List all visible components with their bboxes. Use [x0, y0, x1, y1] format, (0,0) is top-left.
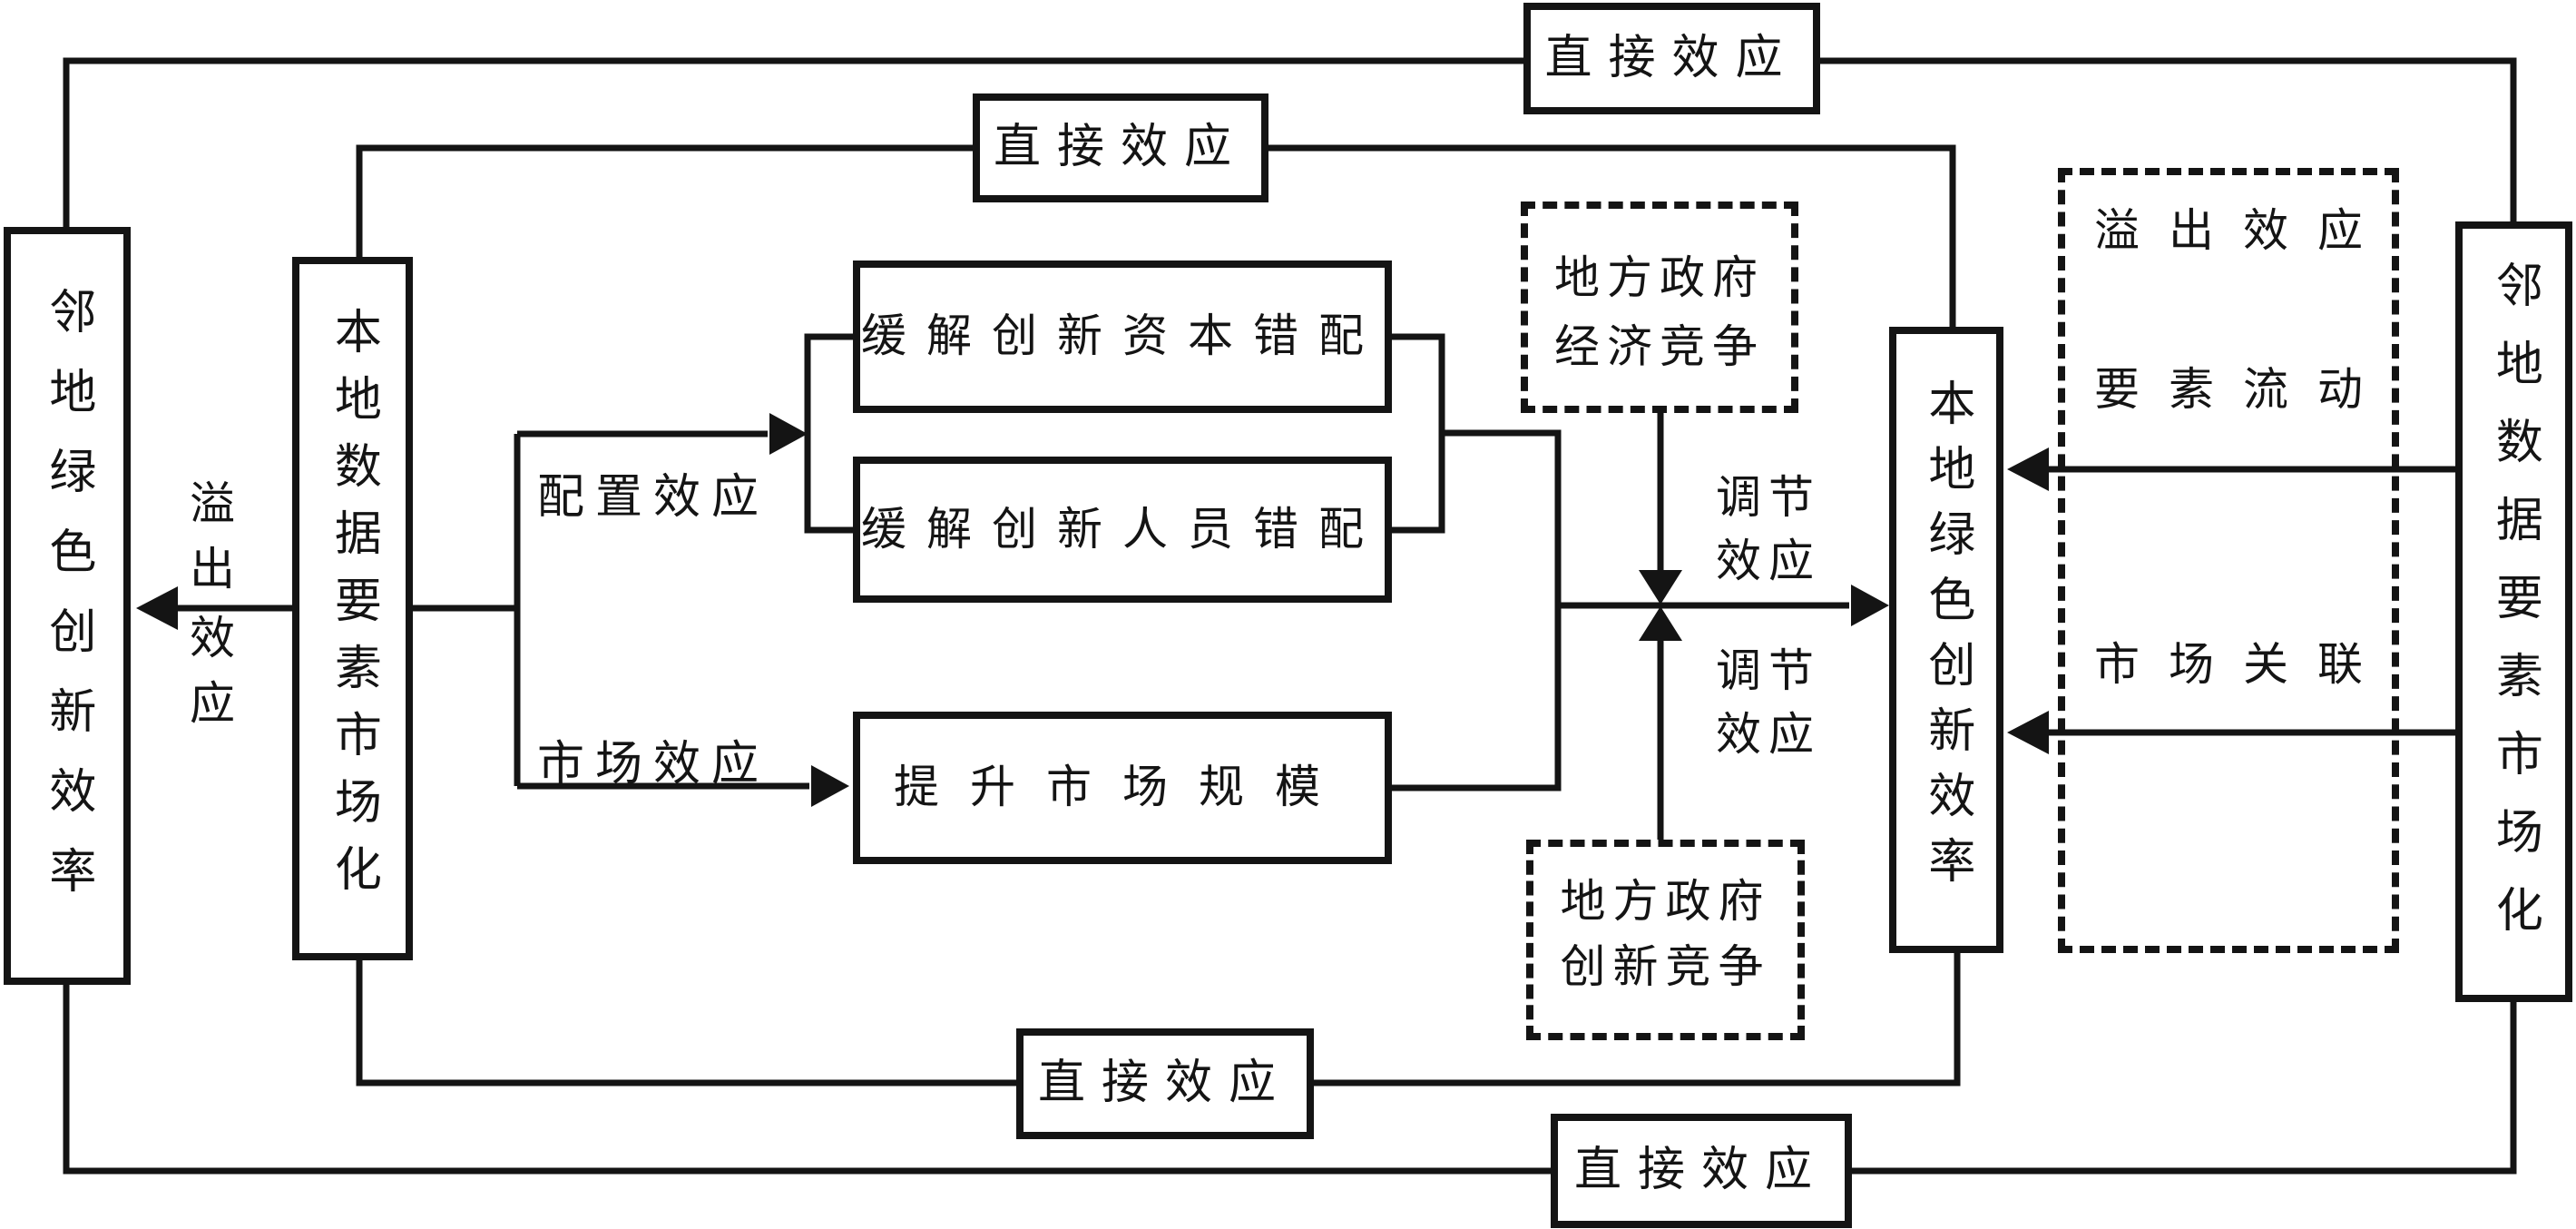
- label-moderating-effect-lower: 调节效应: [1700, 639, 1837, 766]
- label-box-direct-effect-inner-bottom: 直接效应: [1016, 1028, 1314, 1139]
- gov-innovation-competition-line2: 创新竞争: [1560, 940, 1771, 992]
- node-spillover-channels: [2058, 168, 2399, 953]
- node-local-green-efficiency-label: 本地绿色创新效率: [1920, 379, 1973, 901]
- node-neighbor-green-efficiency-label: 邻地绿色创新效率: [41, 286, 93, 926]
- node-ease-capital-misallocation: 缓解创新资本错配: [853, 261, 1392, 413]
- node-neighbor-green-efficiency: 邻地绿色创新效率: [4, 227, 131, 985]
- label-box-direct-effect-inner-top: 直接效应: [973, 93, 1268, 202]
- node-ease-capital-misallocation-label: 缓解创新资本错配: [861, 310, 1384, 362]
- gov-economic-competition-line1: 地方政府: [1554, 252, 1765, 303]
- spillover-channel-item-factor-flow: 要素流动: [2081, 359, 2375, 415]
- arrowhead-spillover-left: [136, 586, 178, 630]
- arrowhead-allocation: [769, 413, 808, 455]
- label-box-direct-effect-outer-top: 直接效应: [1523, 3, 1820, 114]
- node-neighbor-data-marketization: 邻地数据要素市场化: [2455, 221, 2572, 1002]
- bracket-misallocation-right: [1392, 333, 1445, 534]
- direct-effect-inner-top-label: 直接效应: [993, 122, 1248, 174]
- node-ease-personnel-misallocation: 缓解创新人员错配: [853, 457, 1392, 603]
- moderating-effect-upper-text: 调节效应: [1716, 472, 1821, 586]
- edge-collector: [1392, 429, 1562, 791]
- edge-direct-outer-bottom: [63, 985, 2517, 1175]
- spillover-channel-item2-label: 要素流动: [2094, 364, 2392, 415]
- node-expand-market-scale-label: 提升市场规模: [894, 762, 1351, 813]
- spillover-channel-item-spillover: 溢出效应: [2081, 200, 2375, 256]
- arrowhead-factor-flow: [2007, 447, 2049, 491]
- label-market-effect: 市场效应: [537, 728, 770, 791]
- label-moderating-effect-upper: 调节效应: [1700, 466, 1837, 593]
- direct-effect-inner-bottom-label: 直接效应: [1037, 1057, 1292, 1110]
- arrowhead-moderation-up: [1639, 606, 1682, 641]
- node-local-green-efficiency: 本地绿色创新效率: [1889, 327, 2003, 953]
- gov-economic-competition-line2: 经济竞争: [1554, 320, 1765, 372]
- label-spillover-effect-part2: 效应: [163, 614, 254, 744]
- label-box-direct-effect-outer-bottom: 直接效应: [1551, 1114, 1852, 1228]
- arrowhead-market-linkage: [2007, 711, 2049, 754]
- spillover-channel-item1-label: 溢出效应: [2094, 205, 2392, 256]
- direct-effect-outer-top-label: 直接效应: [1544, 32, 1799, 84]
- allocation-effect-text: 配置效应: [537, 471, 770, 524]
- edge-direct-outer-top: [63, 57, 2517, 227]
- label-allocation-effect: 配置效应: [537, 461, 770, 524]
- label-spillover-effect-part1: 溢出: [163, 479, 254, 610]
- node-gov-innovation-competition: 地方政府 创新竞争: [1526, 840, 1805, 1040]
- arrowhead-moderation-down: [1639, 570, 1682, 605]
- spillover-channel-item3-label: 市场关联: [2094, 639, 2392, 690]
- direct-effect-outer-bottom-label: 直接效应: [1573, 1145, 1828, 1197]
- spillover-effect-part2-text: 效应: [183, 614, 234, 744]
- node-local-data-marketization-label: 本地数据要素市场化: [327, 306, 379, 911]
- gov-innovation-competition-line1: 地方政府: [1560, 876, 1771, 927]
- node-expand-market-scale: 提升市场规模: [853, 712, 1392, 864]
- arrowhead-junction: [1851, 585, 1889, 626]
- node-local-data-marketization: 本地数据要素市场化: [292, 257, 413, 960]
- spillover-effect-part1-text: 溢出: [183, 479, 234, 610]
- moderating-effect-lower-text: 调节效应: [1716, 645, 1821, 760]
- node-gov-economic-competition: 地方政府 经济竞争: [1521, 202, 1798, 413]
- arrowhead-market: [811, 765, 849, 807]
- spillover-channel-item-market-linkage: 市场关联: [2081, 634, 2375, 690]
- bracket-misallocation-left: [804, 333, 853, 534]
- node-ease-personnel-misallocation-label: 缓解创新人员错配: [861, 503, 1384, 555]
- node-neighbor-data-marketization-label: 邻地数据要素市场化: [2488, 261, 2541, 963]
- market-effect-text: 市场效应: [537, 738, 770, 791]
